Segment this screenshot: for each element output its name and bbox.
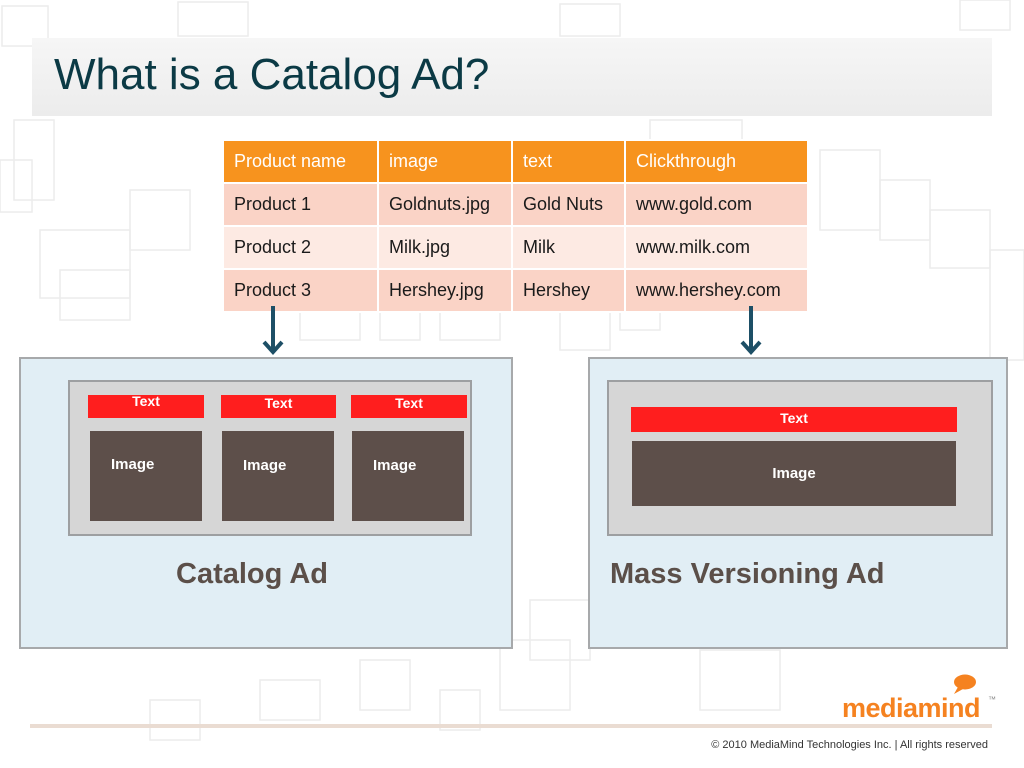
logo-wordmark: mediamind — [842, 693, 981, 723]
column-header: image — [377, 139, 513, 184]
image-box: Image — [632, 441, 956, 506]
slide-title: What is a Catalog Ad? — [54, 50, 490, 99]
catalog-ad-panel: Text Text Text Image Image Image Catalog… — [19, 357, 513, 649]
mass-versioning-ad-caption: Mass Versioning Ad — [610, 558, 885, 590]
catalog-ad-caption: Catalog Ad — [176, 558, 328, 590]
table-row: Product 2 Milk.jpg Milk www.milk.com — [222, 225, 809, 270]
text-bar: Text — [88, 394, 204, 418]
table-cell: Product 2 — [222, 225, 379, 270]
table-header-row: Product name image text Clickthrough — [222, 139, 809, 184]
down-arrow-icon — [262, 306, 284, 355]
table-cell: Product 1 — [222, 182, 379, 227]
table-row: Product 1 Goldnuts.jpg Gold Nuts www.gol… — [222, 182, 809, 227]
trademark-mark: ™ — [988, 695, 996, 704]
table-cell: www.hershey.com — [624, 268, 809, 313]
table-cell: Gold Nuts — [511, 182, 626, 227]
copyright-text: © 2010 MediaMind Technologies Inc. | All… — [711, 739, 988, 751]
speech-bubble-icon — [954, 674, 976, 694]
table-cell: Product 3 — [222, 268, 379, 313]
image-box: Image — [222, 431, 334, 521]
mass-versioning-ad-panel: Text Image Mass Versioning Ad — [588, 357, 1008, 649]
table-cell: www.milk.com — [624, 225, 809, 270]
down-arrow-icon — [740, 306, 762, 355]
column-header: text — [511, 139, 626, 184]
column-header: Clickthrough — [624, 139, 809, 184]
product-data-table: Product name image text Clickthrough Pro… — [222, 139, 809, 313]
mass-versioning-ad-frame: Text Image — [607, 380, 993, 536]
table-cell: Hershey — [511, 268, 626, 313]
footer-divider — [30, 724, 992, 728]
catalog-ad-frame: Text Text Text Image Image Image — [68, 380, 472, 536]
mediamind-logo: mediamind ™ — [842, 673, 996, 724]
image-box: Image — [352, 431, 464, 521]
text-bar: Text — [631, 407, 957, 432]
table-cell: Milk.jpg — [377, 225, 513, 270]
image-box: Image — [90, 431, 202, 521]
column-header: Product name — [222, 139, 379, 184]
text-bar: Text — [351, 395, 467, 418]
table-row: Product 3 Hershey.jpg Hershey www.hershe… — [222, 268, 809, 313]
table-cell: Hershey.jpg — [377, 268, 513, 313]
table-cell: Goldnuts.jpg — [377, 182, 513, 227]
title-band — [32, 38, 992, 116]
table-cell: Milk — [511, 225, 626, 270]
text-bar: Text — [221, 395, 336, 418]
table-cell: www.gold.com — [624, 182, 809, 227]
